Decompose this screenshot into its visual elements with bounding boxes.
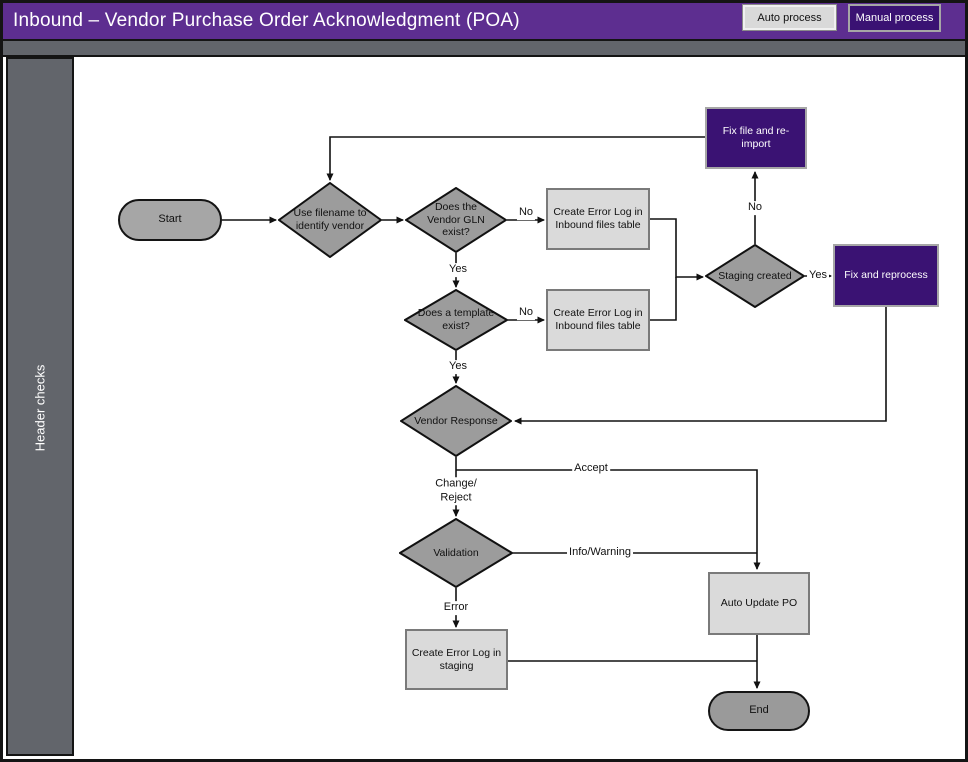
node-start-label: Start — [158, 213, 182, 226]
edge-label-validation-error-to-log: Error — [441, 601, 471, 615]
swimlane-label: Header checks — [32, 364, 48, 452]
validation-diamond-shape — [399, 518, 513, 588]
swimlane-header-checks: Header checks — [6, 57, 74, 756]
node-vendor-gln-exist: Does the Vendor GLN exist? — [405, 187, 507, 253]
node-error-log-1: Create Error Log in Inbound files table — [546, 188, 650, 250]
edge-label-gln-no-to-error1: No — [516, 206, 536, 220]
edge-error1-to-staging — [650, 218, 704, 281]
node-error-log-1-label: Create Error Log in Inbound files table — [553, 206, 643, 231]
edge-label-template-no-to-error2: No — [516, 306, 536, 320]
node-staging-created: Staging created — [705, 244, 805, 308]
edge-label-staging-no-to-fix-reimport: No — [745, 201, 765, 215]
legend-auto-process: Auto process — [742, 4, 837, 31]
edge-label-template-yes-to-vendor: Yes — [447, 360, 469, 374]
template-exist-diamond-shape — [404, 289, 508, 351]
edge-label-gln-yes-to-template: Yes — [447, 263, 469, 277]
node-fix-reprocess: Fix and reprocess — [833, 244, 939, 307]
node-auto-update-po: Auto Update PO — [708, 572, 810, 635]
node-validation-label: Validation — [433, 546, 479, 559]
node-fix-file-reimport-label: Fix file and re- import — [722, 125, 790, 150]
node-template-exist-label: Does a template exist? — [417, 307, 495, 332]
node-vendor-response-label: Vendor Response — [414, 414, 498, 427]
edge-fix-reimport-loop — [326, 136, 705, 181]
staging-created-diamond-shape — [705, 244, 805, 308]
node-error-log-staging: Create Error Log in staging — [405, 629, 508, 690]
vendor-gln-exist-diamond-shape — [405, 187, 507, 253]
node-use-filename-label: Use filename to identify vendor — [293, 207, 367, 232]
swimlane-top-band — [3, 41, 965, 57]
page-title: Inbound – Vendor Purchase Order Acknowle… — [13, 10, 520, 31]
node-auto-update-po-label: Auto Update PO — [720, 597, 798, 610]
edge-label-staging-yes-to-fix-reprocess: Yes — [807, 269, 829, 283]
edge-label-vendor-accept-to-auto-update: Accept — [572, 462, 610, 476]
node-template-exist: Does a template exist? — [404, 289, 508, 351]
edge-error2-to-staging-junction — [650, 277, 677, 321]
node-fix-file-reimport: Fix file and re- import — [705, 107, 807, 169]
edge-vendor-accept-to-auto-update — [456, 469, 761, 570]
node-error-log-staging-label: Create Error Log in staging — [411, 646, 502, 672]
node-start: Start — [118, 199, 222, 241]
edge-label-vendor-to-validation: Change/ Reject — [433, 477, 479, 505]
node-use-filename: Use filename to identify vendor — [278, 182, 382, 258]
edge-fix-reprocess-to-vendor — [514, 307, 887, 425]
legend-manual-process: Manual process — [848, 4, 941, 32]
node-end-label: End — [749, 704, 769, 717]
node-validation: Validation — [399, 518, 513, 588]
node-staging-created-label: Staging created — [718, 269, 792, 282]
use-filename-diamond-shape — [278, 182, 382, 258]
node-vendor-gln-exist-label: Does the Vendor GLN exist? — [427, 201, 485, 239]
node-vendor-response: Vendor Response — [400, 385, 512, 457]
node-end: End — [708, 691, 810, 731]
node-error-log-2-label: Create Error Log in Inbound files table — [553, 307, 643, 332]
vendor-response-diamond-shape — [400, 385, 512, 457]
edge-label-validation-info-to-auto-update: Info/Warning — [567, 546, 633, 560]
node-fix-reprocess-label: Fix and reprocess — [844, 269, 928, 282]
node-error-log-2: Create Error Log in Inbound files table — [546, 289, 650, 351]
